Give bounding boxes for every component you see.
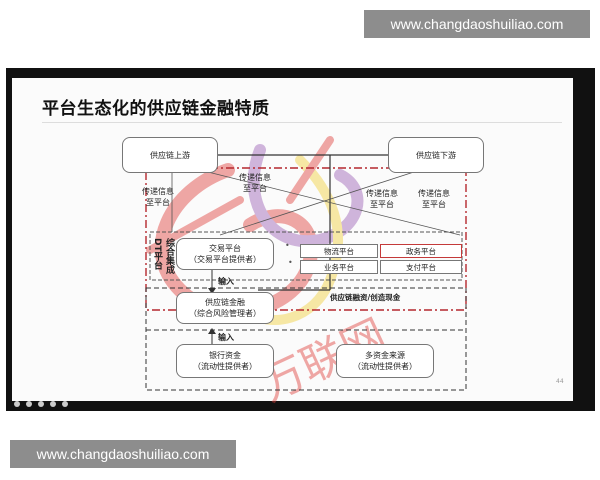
- trade-to-scf-arrowhead: [208, 288, 216, 294]
- watermark-url-bottom: www.changdaoshuiliao.com: [10, 440, 236, 468]
- upstream-label: 供应链上游: [150, 150, 190, 160]
- upstream-box: 供应链上游: [122, 137, 218, 173]
- control-dot[interactable]: [38, 401, 44, 407]
- pass-info-center-label: 传递信息 至平台: [239, 173, 271, 193]
- pass-info-left-label: 传递信息 至平台: [142, 187, 174, 207]
- supply-chain-boundary: [145, 167, 467, 311]
- dt-platform-label: DT平台: [152, 238, 162, 270]
- input-label-bottom: 输入: [218, 333, 234, 342]
- title-divider: [42, 122, 562, 123]
- finance-zone: [145, 287, 467, 391]
- downstream-box: 供应链下游: [388, 137, 484, 173]
- comprehensive-label: 综合集成: [164, 238, 174, 274]
- dt-platform-band: [149, 231, 463, 281]
- logistics-label: 物流平台: [324, 246, 354, 256]
- payment-platform-box: 支付平台: [380, 260, 462, 274]
- scf-cashflow-label: 供应链融资/创造现金: [330, 293, 401, 302]
- trade-platform-box: 交易平台 （交易平台提供者）: [176, 238, 274, 270]
- scf-sub: （综合风险管理者）: [189, 309, 261, 318]
- slide-canvas: [12, 78, 573, 401]
- scf-box: 供应链金融 （综合风险管理者）: [176, 292, 274, 324]
- bank-to-scf-arrowhead: [208, 328, 216, 334]
- multi-funds-label: 多资金来源: [365, 351, 405, 360]
- control-dot[interactable]: [50, 401, 56, 407]
- trade-platform-sub: （交易平台提供者）: [189, 255, 261, 264]
- government-platform-box: 政务平台: [380, 244, 462, 258]
- page-number: 44: [556, 378, 564, 385]
- government-label: 政务平台: [406, 246, 436, 256]
- control-dot[interactable]: [26, 401, 32, 407]
- trade-platform-label: 交易平台: [209, 244, 241, 253]
- scf-label: 供应链金融: [205, 298, 245, 307]
- business-platform-box: 业务平台: [300, 260, 378, 274]
- payment-label: 支付平台: [406, 262, 436, 272]
- slide-title: 平台生态化的供应链金融特质: [42, 99, 270, 119]
- control-dot[interactable]: [14, 401, 20, 407]
- dot-left: •: [285, 241, 290, 250]
- multi-funds-box: 多资金来源 （流动性提供者）: [336, 344, 434, 378]
- bank-funds-label: 银行资金: [209, 351, 241, 360]
- logo-red-stroke: [146, 136, 334, 254]
- watermark-url-top: www.changdaoshuiliao.com: [364, 10, 590, 38]
- input-label-top: 输入: [218, 277, 234, 286]
- multi-funds-sub: （流动性提供者）: [353, 362, 417, 371]
- slide-controls[interactable]: [14, 392, 106, 407]
- logo-purple-swirl: [247, 144, 364, 248]
- pass-info-right-a-label: 传递信息 至平台: [366, 189, 398, 209]
- pass-info-right-b-label: 传递信息 至平台: [418, 189, 450, 209]
- diagonal-line-b: [219, 169, 421, 236]
- bank-funds-sub: （流动性提供者）: [193, 362, 257, 371]
- logistics-platform-box: 物流平台: [300, 244, 378, 258]
- downstream-label: 供应链下游: [416, 150, 456, 160]
- control-dot[interactable]: [62, 401, 68, 407]
- diagonal-line-a: [199, 169, 461, 236]
- bank-funds-box: 银行资金 （流动性提供者）: [176, 344, 274, 378]
- business-label: 业务平台: [324, 262, 354, 272]
- dot-right: •: [288, 258, 293, 267]
